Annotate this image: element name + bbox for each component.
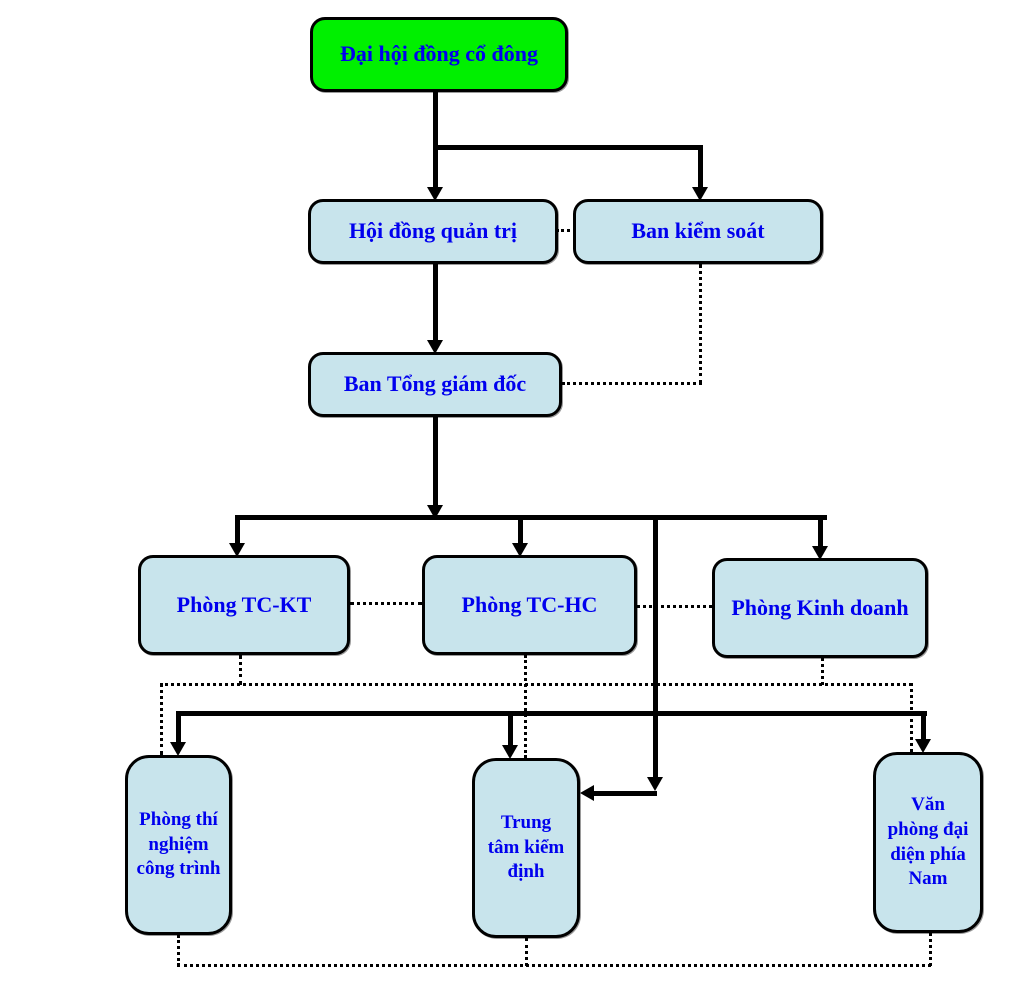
connector-drop-lab [176, 711, 181, 743]
arrow-into-supervisory-icon [692, 187, 708, 201]
dotted-lab-down [177, 935, 180, 966]
connector-drop-tckt [235, 515, 240, 545]
connector-shareholders-stem [433, 90, 438, 150]
arrow-into-board-icon [427, 187, 443, 201]
node-dept-tckt: Phòng TC-KT [138, 555, 350, 655]
connector-drop-center [508, 711, 513, 746]
connector-drop-board [433, 145, 438, 190]
node-dept-tchc: Phòng TC-HC [422, 555, 637, 655]
connector-department-bus [235, 515, 827, 520]
dotted-supervisory-down [699, 264, 702, 384]
node-board: Hội đồng quản trị [308, 199, 558, 264]
arrow-into-southern-icon [915, 739, 931, 753]
arrow-into-center-side-icon [580, 785, 594, 801]
dotted-mid-to-southern [910, 683, 913, 752]
node-shareholders: Đại hội đồng cổ đông [310, 17, 568, 92]
arrow-trunk-end-icon [647, 777, 663, 791]
node-unit-southern: Văn phòng đại diện phía Nam [873, 752, 983, 933]
connector-drop-kinhdoanh [818, 515, 823, 548]
node-unit-center: Trung tâm kiểm định [472, 758, 580, 938]
connector-unit-bus [176, 711, 927, 716]
arrow-into-tchc-icon [512, 543, 528, 557]
dotted-mid-bus [160, 683, 912, 686]
node-ceo: Ban Tổng giám đốc [308, 352, 562, 417]
arrow-into-center-icon [502, 745, 518, 759]
arrow-into-kinhdoanh-icon [812, 546, 828, 560]
arrow-into-tckt-icon [229, 543, 245, 557]
dotted-tchc-kinhdoanh [637, 605, 712, 608]
dotted-tckt-down [239, 655, 242, 685]
dotted-supervisory-ceo [562, 382, 702, 385]
connector-shareholders-branch [433, 145, 703, 150]
connector-trunk [653, 515, 658, 777]
arrow-into-ceo-icon [427, 340, 443, 354]
node-dept-kinhdoanh: Phòng Kinh doanh [712, 558, 928, 658]
node-supervisory: Ban kiểm soát [573, 199, 823, 264]
connector-board-ceo [433, 262, 438, 342]
dotted-mid-to-lab [160, 683, 163, 755]
dotted-bottom-bus [177, 964, 931, 967]
connector-trunk-to-center [592, 791, 657, 796]
connector-drop-southern [921, 711, 926, 739]
dotted-board-supervisory [556, 229, 576, 232]
dotted-kinhdoanh-down [821, 658, 824, 685]
node-unit-lab: Phòng thí nghiệm công trình [125, 755, 232, 935]
dotted-southern-down [929, 933, 932, 966]
dotted-tchc-down [524, 655, 527, 758]
arrow-into-lab-icon [170, 742, 186, 756]
dotted-tckt-tchc [350, 602, 422, 605]
connector-drop-supervisory [698, 145, 703, 190]
dotted-center-down [525, 938, 528, 966]
connector-drop-tchc [518, 515, 523, 545]
connector-ceo-stem [433, 415, 438, 507]
